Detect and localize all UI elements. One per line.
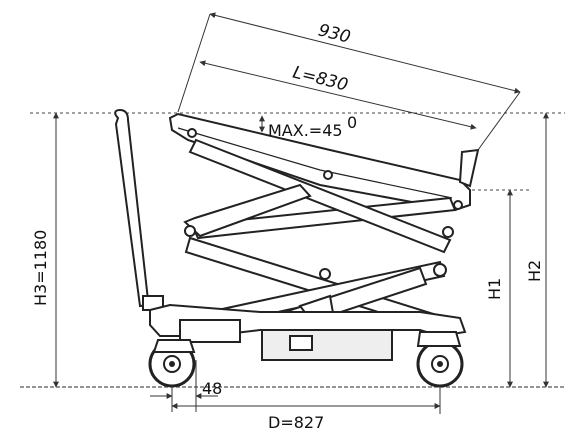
dimension-h2: H2 bbox=[525, 112, 549, 388]
dimension-h1-label: H1 bbox=[485, 278, 504, 300]
dimension-48: 48 bbox=[150, 360, 222, 412]
dimension-h1: H1 bbox=[485, 189, 513, 388]
max-tilt-label: MAX.=45 bbox=[268, 121, 343, 140]
max-tilt-unit: 0 bbox=[347, 113, 357, 132]
upper-scissor bbox=[183, 138, 457, 254]
max-tilt-annotation: MAX.=45 0 bbox=[259, 113, 357, 140]
dimension-h3: H3=1180 bbox=[31, 112, 59, 388]
dimension-l830: L=830 bbox=[199, 60, 477, 130]
rear-wheel bbox=[416, 331, 464, 388]
push-handle bbox=[114, 108, 164, 311]
dimension-h3-label: H3=1180 bbox=[31, 230, 50, 306]
dimension-h2-label: H2 bbox=[525, 260, 544, 282]
dimension-d827: D=827 bbox=[171, 386, 441, 432]
dimension-d827-label: D=827 bbox=[268, 413, 324, 432]
dimension-930-label: 930 bbox=[316, 20, 352, 47]
base-frame bbox=[149, 303, 467, 361]
tilted-platform bbox=[168, 112, 480, 212]
front-wheel bbox=[148, 339, 196, 388]
dimension-48-label: 48 bbox=[202, 379, 222, 398]
